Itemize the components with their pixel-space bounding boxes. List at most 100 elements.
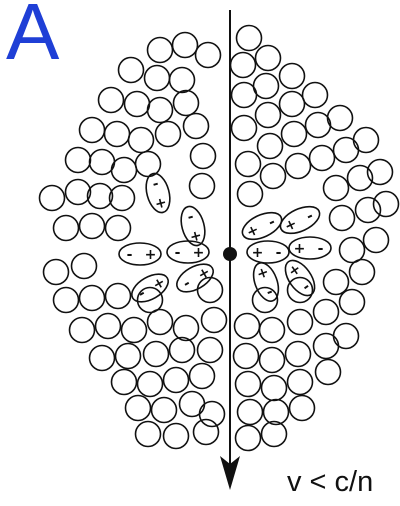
atom-circle — [148, 38, 173, 63]
atom-circle — [282, 122, 307, 147]
minus-sign: - — [175, 245, 181, 261]
dipole: -+ — [119, 243, 161, 265]
atom-circle — [44, 260, 69, 285]
atom-circle — [66, 180, 91, 205]
atom-circle — [286, 342, 311, 367]
atom-circle — [126, 396, 151, 421]
atom-circle — [116, 344, 141, 369]
atom-circle — [191, 144, 216, 169]
atom-circle — [310, 146, 335, 171]
atom-circle — [280, 64, 305, 89]
atom-circle — [316, 360, 341, 385]
atom-circle — [54, 288, 79, 313]
atom-circle — [72, 254, 97, 279]
atom-circle — [236, 152, 261, 177]
atom-circle — [80, 118, 105, 143]
atom-circle — [148, 310, 173, 335]
atom-circle — [112, 370, 137, 395]
atom-circle — [238, 400, 263, 425]
minus-sign: - — [151, 176, 161, 193]
atom-circle — [96, 314, 121, 339]
atom-circle — [261, 164, 286, 189]
atom-circle — [356, 198, 381, 223]
minus-sign: - — [276, 245, 282, 261]
velocity-label: v < c/n — [287, 468, 373, 497]
minus-sign: - — [180, 275, 193, 292]
atom-circle — [156, 122, 181, 147]
atom-circle — [232, 116, 257, 141]
atom-circle — [54, 216, 79, 241]
atom-circle — [174, 316, 199, 341]
atom-circle — [144, 342, 169, 367]
atom-circle — [280, 92, 305, 117]
atom-circle — [106, 216, 131, 241]
atom-circle — [198, 338, 223, 363]
plus-sign: + — [294, 241, 306, 257]
atom-circle — [314, 300, 339, 325]
atom-circle — [350, 260, 375, 285]
atom-circle — [152, 398, 177, 423]
atom-circle — [112, 158, 137, 183]
atom-circle — [40, 186, 65, 211]
atom-circle — [264, 400, 289, 425]
atom-circle — [236, 426, 261, 451]
dipole: +- — [247, 241, 289, 263]
atom-circle — [80, 286, 105, 311]
atom-circle — [340, 290, 365, 315]
atom-circle — [236, 372, 261, 397]
atom-circle — [106, 284, 131, 309]
atom-circle — [231, 53, 256, 78]
atom-circle — [180, 392, 205, 417]
dipole: -+ — [172, 258, 218, 297]
atom-circle — [260, 318, 285, 343]
dipole: -+ — [167, 241, 209, 263]
atom-circle — [374, 192, 399, 217]
minus-sign: - — [318, 241, 324, 257]
minus-sign: - — [304, 208, 316, 225]
atom-circle — [340, 238, 365, 263]
dipole: +- — [289, 237, 331, 259]
atom-circle — [202, 308, 227, 333]
dipole: +- — [238, 207, 285, 245]
atom-circle — [196, 43, 221, 68]
atom-circle — [164, 424, 189, 449]
atom-circle — [260, 348, 285, 373]
atom-circle — [324, 270, 349, 295]
atom-circle — [145, 66, 170, 91]
atom-circle — [110, 186, 135, 211]
atom-circle — [262, 376, 287, 401]
atom-circle — [190, 174, 215, 199]
atom-circle — [170, 338, 195, 363]
atom-circle — [173, 33, 198, 58]
atom-circle — [138, 372, 163, 397]
atom-circle — [194, 420, 219, 445]
atom-circle — [164, 368, 189, 393]
minus-sign: - — [127, 247, 133, 263]
minus-sign: - — [186, 209, 196, 226]
atom-circle — [262, 422, 287, 447]
atom-circle — [136, 152, 161, 177]
atom-circle — [303, 83, 328, 108]
atom-circle — [238, 182, 263, 207]
atom-circle — [237, 26, 262, 51]
atom-circle — [66, 148, 91, 173]
atom-circle — [90, 346, 115, 371]
atom-circle — [256, 103, 281, 128]
atom-circle — [190, 364, 215, 389]
atom-circle — [314, 334, 339, 359]
atom-circle — [184, 114, 209, 139]
atom-circle — [80, 214, 105, 239]
atom-circle — [235, 314, 260, 339]
plus-sign: + — [193, 245, 205, 261]
atom-circle — [334, 138, 359, 163]
atom-circle — [99, 88, 124, 113]
atom-circle — [105, 122, 130, 147]
atom-circle — [330, 206, 355, 231]
atom-circle — [354, 128, 379, 153]
atom-circle — [256, 46, 281, 71]
atom-circle — [306, 113, 331, 138]
atom-circle — [234, 344, 259, 369]
atom-circle — [136, 422, 161, 447]
